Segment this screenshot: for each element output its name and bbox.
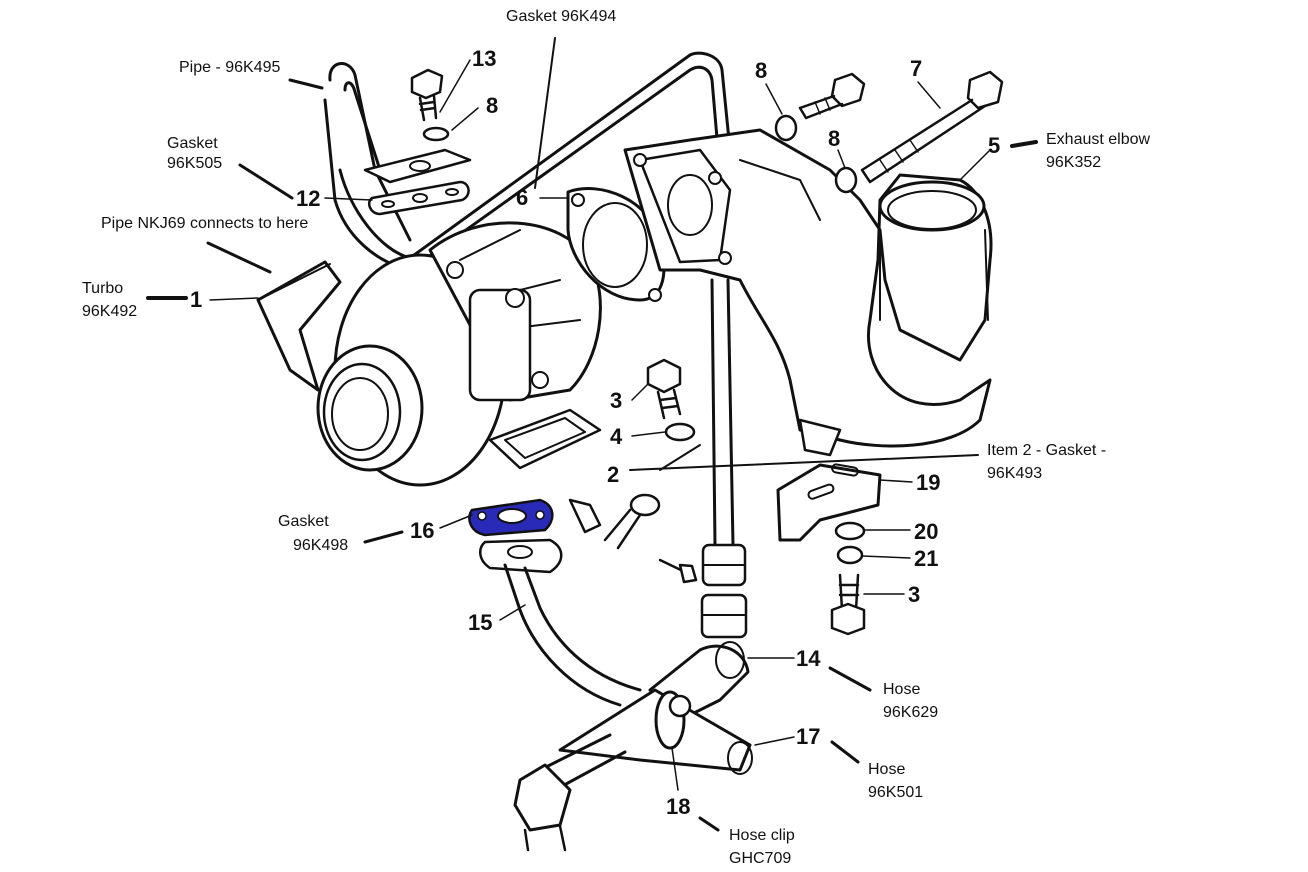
- item-number-12: 12: [296, 186, 320, 211]
- label-turbo-line1: Turbo: [82, 280, 123, 297]
- drain-pipe-15: [503, 563, 642, 707]
- gasket-6: [566, 187, 666, 302]
- divider-line-2: [659, 444, 701, 471]
- gasket-16-highlight: [468, 498, 554, 537]
- washer-4: [664, 422, 696, 442]
- washer-21: [836, 545, 864, 565]
- item-number-4: 4: [610, 424, 623, 449]
- item-number-1: 1: [190, 287, 202, 312]
- label-gasket-96k505-line2: 96K505: [167, 155, 222, 172]
- bracket-19: [776, 463, 882, 542]
- gasket-12: [368, 180, 470, 216]
- turbocharger: [256, 221, 602, 487]
- bolt-3-right: [830, 573, 866, 636]
- washer-8-top: [422, 126, 450, 142]
- label-hose-clip-line2: GHC709: [729, 850, 791, 867]
- item-number-5: 5: [988, 133, 1000, 158]
- item-number-21: 21: [914, 546, 938, 571]
- item-number-2: 2: [607, 462, 619, 487]
- washer-20: [834, 521, 866, 541]
- label-item2-gasket-line2: 96K493: [987, 465, 1042, 482]
- item-number-8-top: 8: [486, 93, 498, 118]
- item-number-7: 7: [910, 56, 922, 81]
- stud: [568, 498, 602, 534]
- lower-pipe-fitting: [513, 733, 627, 852]
- item-number-8-right: 8: [828, 126, 840, 151]
- bolt-8-upper: [798, 72, 866, 120]
- drain-flange-15: [479, 538, 563, 574]
- label-hose-96k629-line1: Hose: [883, 681, 920, 698]
- label-gasket-96k494: Gasket 96K494: [506, 8, 616, 25]
- item-number-20: 20: [914, 519, 938, 544]
- label-pipe-nkj69: Pipe NKJ69 connects to here: [101, 215, 308, 232]
- bolt-7: [860, 70, 1004, 184]
- washer-8-right: [834, 166, 858, 194]
- bolt-small: [658, 558, 698, 584]
- label-pipe-96k495: Pipe - 96K495: [179, 59, 281, 76]
- drain-tube: [700, 278, 748, 639]
- leader-lines: [146, 37, 1038, 832]
- label-turbo-line2: 96K492: [82, 303, 137, 320]
- label-hose-96k501-line2: 96K501: [868, 784, 923, 801]
- item-number-8-mid: 8: [755, 58, 767, 83]
- label-gasket-96k498-line1: Gasket: [278, 513, 329, 530]
- item-number-3-middle: 3: [610, 388, 622, 413]
- label-hose-clip-line1: Hose clip: [729, 827, 795, 844]
- hose-clip-18: [654, 690, 692, 750]
- label-exhaust-elbow-line1: Exhaust elbow: [1046, 131, 1151, 148]
- label-gasket-96k498-line2: 96K498: [293, 537, 348, 554]
- label-item2-gasket-line1: Item 2 - Gasket -: [987, 442, 1106, 459]
- item-number-14: 14: [796, 646, 821, 671]
- label-exhaust-elbow-line2: 96K352: [1046, 154, 1101, 171]
- hose-17: [558, 688, 753, 775]
- bolt-3-middle: [646, 358, 682, 420]
- item-number-13: 13: [472, 46, 496, 71]
- item-number-17: 17: [796, 724, 820, 749]
- item-number-16: 16: [410, 518, 434, 543]
- label-gasket-96k505-line1: Gasket: [167, 135, 218, 152]
- label-hose-96k501-line1: Hose: [868, 761, 905, 778]
- item-number-6: 6: [516, 185, 528, 210]
- washer-8-mid: [774, 114, 798, 142]
- exhaust-elbow: [623, 128, 993, 457]
- item-number-3-right: 3: [908, 582, 920, 607]
- bolt-13: [410, 68, 444, 122]
- item-number-19: 19: [916, 470, 940, 495]
- item-number-18: 18: [666, 794, 690, 819]
- label-hose-96k629-line2: 96K629: [883, 704, 938, 721]
- p-clip: [603, 493, 661, 550]
- item-number-15: 15: [468, 610, 492, 635]
